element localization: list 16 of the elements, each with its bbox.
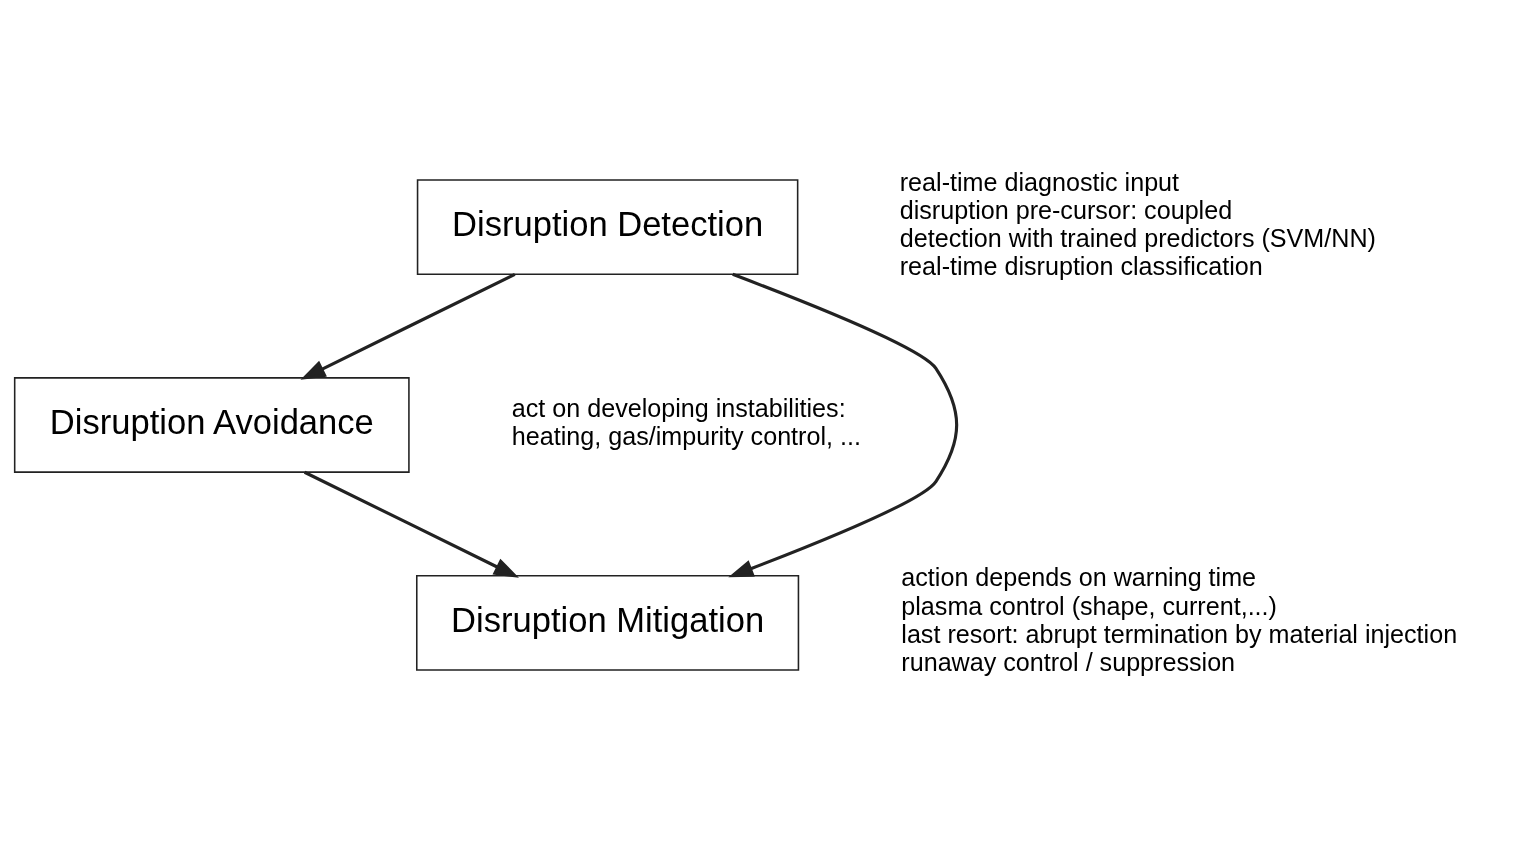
node-label: plasma control (shape, current,...) [901,591,1277,620]
node-box: Disruption Detection [416,178,799,275]
arrow [303,470,519,578]
node-box: Disruption Mitigation [416,574,800,671]
node-label: action depends on warning time [901,562,1257,591]
node-label: real-time diagnostic input [899,167,1180,196]
arrow [300,272,516,380]
node-box: Disruption Avoidance [13,376,410,473]
arrow [728,272,959,577]
node-label: heating, gas/impurity control, ... [511,421,861,450]
node-label: disruption pre-cursor: coupled [899,195,1233,224]
node-label: runaway control / suppression [901,647,1236,676]
node-label: last resort: abrupt termination by material injection [901,619,1458,648]
node-label: real-time disruption classification [899,251,1263,280]
node-label: detection with trained predictors (SVM/NN) [899,223,1376,252]
node-label: act on developing instabilities: [511,393,846,422]
